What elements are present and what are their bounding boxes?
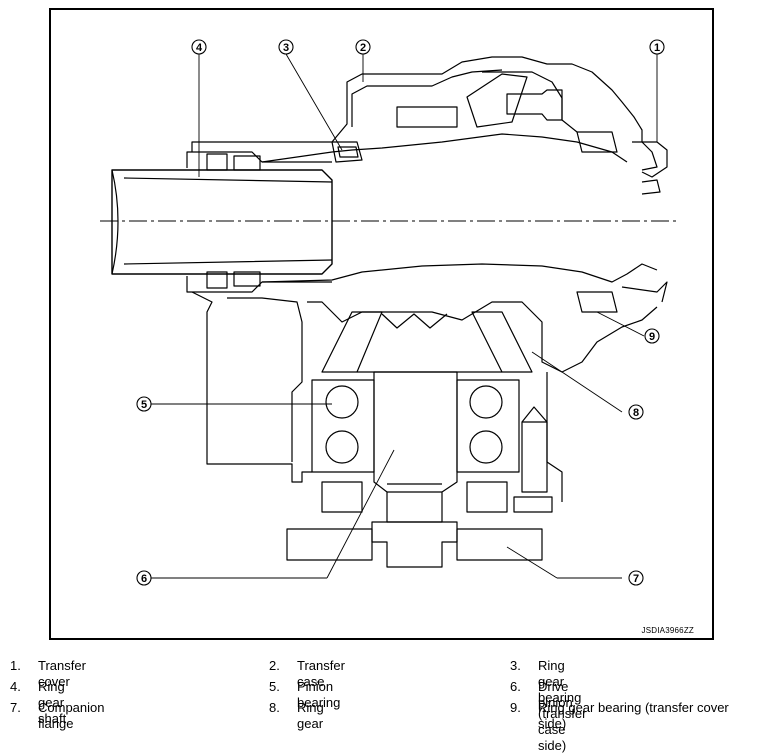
transfer-case-upper [191,56,668,195]
shaft-seals [206,153,261,289]
callout-1: 1 [649,39,665,55]
leader-lines [151,53,658,579]
svg-text:6: 6 [141,573,147,585]
callout-2: 2 [355,39,371,55]
diagram-code: JSDIA3966ZZ [641,626,694,635]
svg-text:9: 9 [649,331,655,343]
svg-text:1: 1 [654,42,660,54]
svg-text:8: 8 [633,407,639,419]
pinion-bearings [311,379,520,473]
svg-text:5: 5 [141,399,147,411]
ring-gear-bearing-case-side [331,141,363,163]
diagram-frame: 1 2 3 4 5 6 7 8 9 JSDIA3966ZZ [49,8,714,640]
callout-3: 3 [278,39,294,55]
callout-9: 9 [644,328,660,344]
transfer-housing-lower [191,263,668,502]
callout-6: 6 [136,570,152,586]
drain-plug [513,406,553,513]
svg-text:4: 4 [196,42,203,54]
svg-text:2: 2 [360,42,366,54]
callout-5: 5 [136,396,152,412]
companion-flange [286,481,543,568]
callout-7: 7 [628,570,644,586]
callout-8: 8 [628,404,644,420]
ring-gear-shaft [111,151,333,293]
drive-pinion [373,371,458,523]
callout-markers: 1 2 3 4 5 6 7 8 9 [136,39,665,586]
transfer-assembly-drawing: 1 2 3 4 5 6 7 8 9 [100,39,678,586]
svg-text:3: 3 [283,42,289,54]
callout-4: 4 [191,39,207,55]
ring-gear [321,311,533,373]
svg-text:7: 7 [633,573,639,585]
